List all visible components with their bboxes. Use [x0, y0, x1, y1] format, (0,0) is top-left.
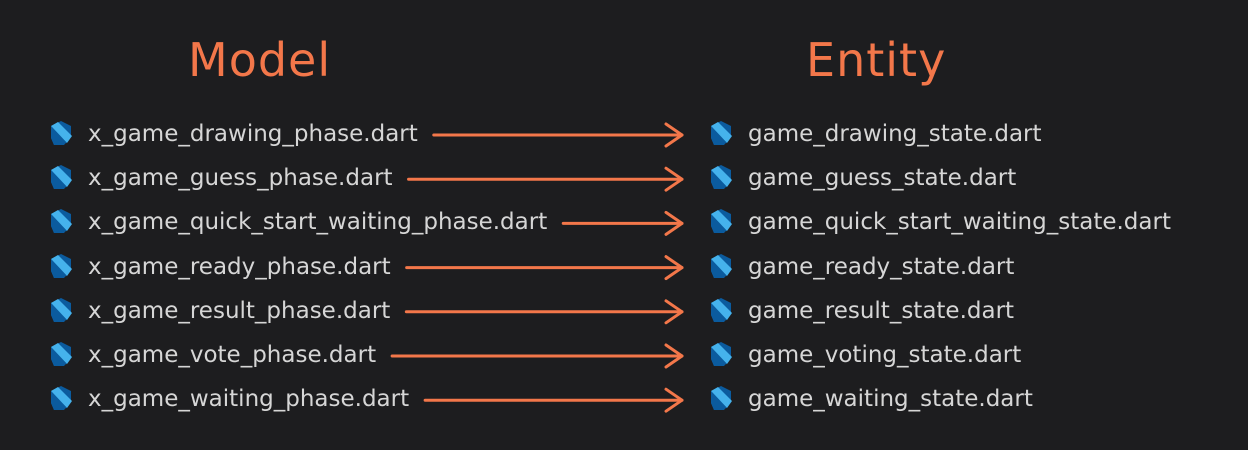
dart-file-icon — [44, 296, 78, 326]
mapping-arrow — [405, 255, 684, 281]
entity-file-name: game_drawing_state.dart — [748, 121, 1042, 147]
dart-file-icon — [44, 119, 78, 149]
model-file-item: x_game_ready_phase.dart — [44, 252, 391, 282]
entity-file-item: game_ready_state.dart — [704, 252, 1014, 282]
model-file-name: x_game_result_phase.dart — [88, 297, 391, 324]
entity-file-item: game_voting_state.dart — [704, 340, 1021, 370]
mapping-arrow — [407, 166, 684, 192]
entity-file-name: game_voting_state.dart — [748, 342, 1022, 368]
model-file-item: x_game_vote_phase.dart — [44, 340, 376, 370]
model-file-item: x_game_guess_phase.dart — [44, 163, 393, 193]
mapping-arrow — [404, 299, 684, 325]
entity-file-name: game_ready_state.dart — [748, 253, 1015, 280]
dart-file-icon — [44, 384, 78, 414]
entity-file-name: game_guess_state.dart — [748, 165, 1017, 192]
entity-file-name: game_quick_start_waiting_state.dart — [748, 209, 1171, 236]
dart-file-icon — [704, 163, 738, 193]
model-file-name: x_game_guess_phase.dart — [88, 165, 393, 192]
mapping-arrow — [432, 122, 684, 148]
dart-file-icon — [704, 384, 738, 414]
model-file-name: x_game_vote_phase.dart — [88, 342, 377, 368]
dart-file-icon — [704, 207, 738, 237]
entity-file-item: game_drawing_state.dart — [704, 119, 1042, 149]
model-file-item: x_game_result_phase.dart — [44, 296, 390, 326]
entity-file-item: game_waiting_state.dart — [704, 384, 1033, 414]
entity-file-name: game_result_state.dart — [748, 297, 1015, 324]
dart-file-icon — [704, 252, 738, 282]
mapping-arrow — [423, 387, 684, 413]
dart-file-icon — [704, 119, 738, 149]
model-file-name: x_game_drawing_phase.dart — [88, 121, 418, 147]
model-file-item: x_game_drawing_phase.dart — [44, 119, 418, 149]
dart-file-icon — [704, 296, 738, 326]
entity-file-name: game_waiting_state.dart — [748, 386, 1033, 413]
model-file-item: x_game_waiting_phase.dart — [44, 384, 409, 414]
entity-heading: Entity — [806, 33, 947, 87]
model-file-name: x_game_waiting_phase.dart — [88, 386, 410, 413]
entity-file-item: game_result_state.dart — [704, 296, 1014, 326]
entity-file-item: game_guess_state.dart — [704, 163, 1016, 193]
entity-file-item: game_quick_start_waiting_state.dart — [704, 207, 1171, 237]
model-heading: Model — [188, 33, 332, 87]
mapping-arrow — [390, 343, 684, 369]
mapping-arrow — [561, 210, 684, 236]
dart-file-icon — [704, 340, 738, 370]
dart-file-icon — [44, 207, 78, 237]
dart-file-icon — [44, 340, 78, 370]
dart-file-icon — [44, 163, 78, 193]
model-file-name: x_game_quick_start_waiting_phase.dart — [88, 209, 548, 236]
model-file-item: x_game_quick_start_waiting_phase.dart — [44, 207, 547, 237]
model-file-name: x_game_ready_phase.dart — [88, 253, 391, 280]
dart-file-icon — [44, 252, 78, 282]
